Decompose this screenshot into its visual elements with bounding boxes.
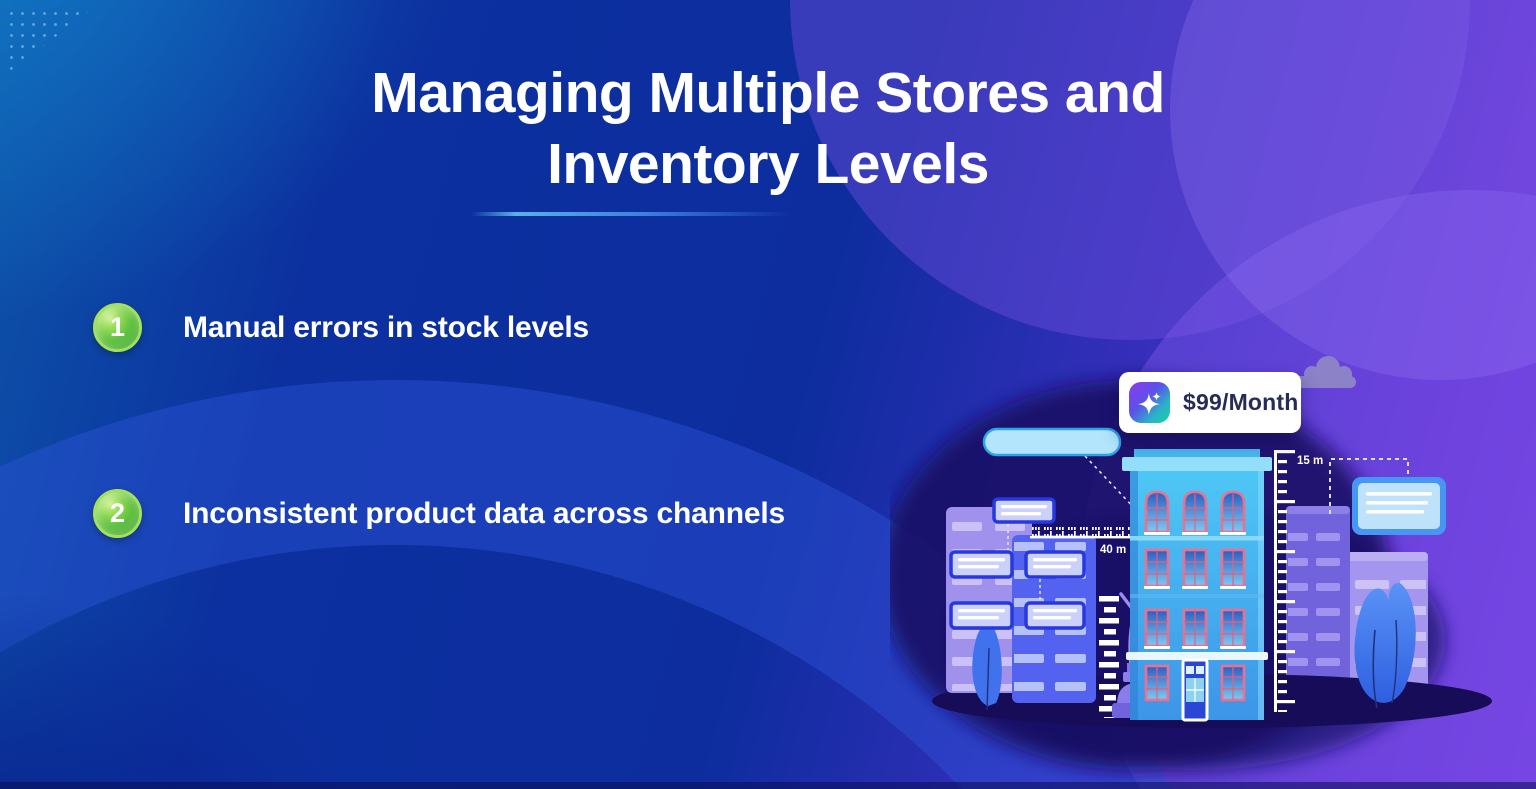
width-label: 40 m: [1100, 544, 1126, 556]
highlight-pill: [982, 427, 1122, 457]
building-right: [1286, 506, 1350, 704]
width-ruler: 40 m: [1030, 527, 1142, 556]
tree-icon: [1354, 582, 1416, 709]
page-title: Managing Multiple Stores and Inventory L…: [371, 61, 1165, 196]
bottom-strip: [0, 782, 1536, 789]
city-illustration: 40 m: [890, 356, 1492, 770]
corner-shade: [0, 429, 560, 789]
item-1-label: Manual errors in stock levels: [183, 311, 590, 344]
price-label: $99/Month: [1183, 389, 1299, 415]
price-badge: $99/Month: [1119, 372, 1301, 433]
label-card: [1024, 601, 1086, 630]
tree-icon: [972, 624, 1002, 711]
sparkle-icon: [1129, 382, 1170, 423]
height-label: 15 m: [1297, 455, 1323, 467]
item-1-badge: 1: [93, 303, 142, 352]
label-card: [949, 550, 1014, 579]
title-underline: [471, 212, 791, 216]
dashed-connector: [1084, 455, 1139, 513]
info-card: [1352, 477, 1446, 535]
item-2-label: Inconsistent product data across channel…: [183, 497, 785, 530]
door: [1181, 658, 1209, 722]
item-2-number: 2: [109, 498, 126, 528]
item-2-badge: 2: [93, 489, 142, 538]
building-main: [1122, 449, 1272, 722]
label-card: [949, 601, 1014, 630]
label-card: [992, 497, 1056, 524]
label-card: [1024, 550, 1086, 579]
ladder-ruler: [1099, 596, 1119, 718]
height-ruler: 15 m: [1274, 450, 1323, 712]
dashed-bracket: [1329, 458, 1409, 514]
cloud-icon: [1294, 356, 1356, 388]
label-cards: [949, 497, 1086, 630]
item-1-number: 1: [109, 312, 126, 342]
